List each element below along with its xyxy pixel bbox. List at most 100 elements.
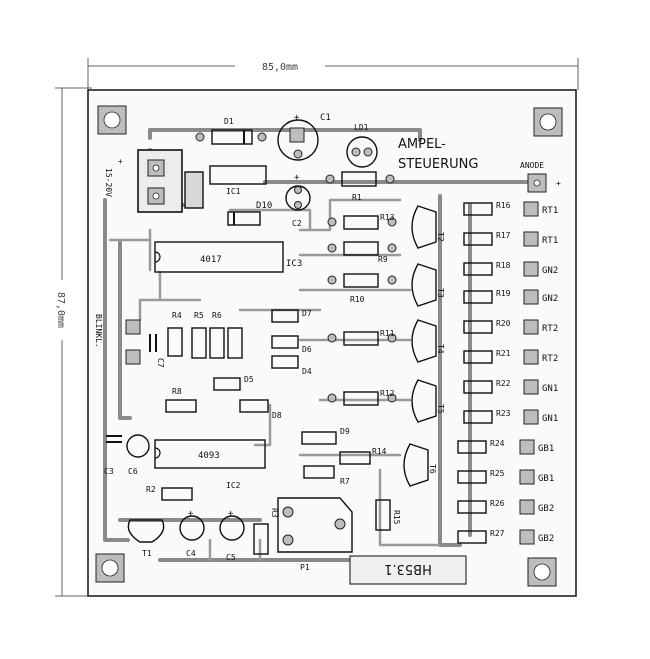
mounting-holes — [95, 105, 563, 587]
r9-label: R9 — [378, 255, 388, 264]
board-id-label: HB53.1 — [384, 561, 432, 576]
dimension-height: 87,0mm — [55, 87, 92, 597]
r13-label: R13 — [380, 213, 395, 222]
r10-label: R10 — [350, 295, 365, 304]
svg-text:R20: R20 — [496, 319, 511, 328]
c1-label: C1 — [320, 113, 331, 123]
resistor-r2: R2 — [146, 485, 193, 501]
ic3-part-label: 4017 — [200, 255, 222, 265]
diode-d10: D10 — [227, 201, 272, 226]
output-resistors: R16 R17 R18 R19 R20 R21 R22 R23 R24 R25 … — [457, 201, 511, 544]
svg-text:D8: D8 — [272, 411, 282, 420]
resistor-r11: R11 — [327, 329, 397, 346]
resistor-r22: R22 — [463, 379, 511, 394]
svg-text:+: + — [294, 113, 300, 123]
diode-d6: D6 — [271, 335, 312, 354]
resistor-r24: R24 — [457, 439, 505, 454]
ic2-4093: 4093 IC2 — [154, 439, 266, 490]
t4-label: T4 — [436, 344, 445, 354]
svg-text:D9: D9 — [340, 427, 350, 436]
capacitor-c4: + C4 — [179, 509, 205, 558]
resistor-r13: R13 — [327, 213, 397, 230]
resistor-r9: R9 — [327, 241, 397, 264]
t3-label: T3 — [436, 288, 445, 298]
output-gb1-b: GB1 — [519, 469, 554, 485]
anode-terminal: ANODE + — [520, 161, 561, 193]
t2-label: T2 — [436, 232, 445, 242]
title-line2: STEUERUNG — [398, 157, 478, 172]
resistor-r20: R20 — [463, 319, 511, 334]
svg-text:R2: R2 — [146, 485, 156, 494]
svg-text:D6: D6 — [302, 345, 312, 354]
svg-text:+: + — [188, 509, 194, 519]
transistor-t2: T2 — [411, 205, 445, 249]
supply-terminal: + 15-20V — [104, 149, 183, 213]
resistor-r16: R16 — [463, 201, 511, 216]
capacitor-c5: + C5 — [219, 509, 245, 562]
board-outline — [87, 89, 577, 597]
ic3-4017: 4017 IC3 — [154, 241, 302, 273]
svg-text:C3: C3 — [104, 467, 114, 476]
led-ld1: LD1 — [346, 123, 378, 168]
transistor-t5: T5 — [411, 379, 445, 423]
output-gn2-b: GN2 — [523, 289, 558, 305]
output-gb2-b: GB2 — [519, 529, 554, 545]
diode-d1: D1 — [195, 117, 267, 145]
r12-label: R12 — [380, 389, 395, 398]
svg-text:R25: R25 — [490, 469, 505, 478]
svg-text:+: + — [294, 173, 300, 183]
svg-text:C5: C5 — [226, 553, 236, 562]
output-rt2-b: RT2 — [523, 349, 558, 365]
resistor-r3: R3 — [253, 508, 279, 555]
d10-label: D10 — [256, 201, 272, 211]
resistor-r21: R21 — [463, 349, 511, 364]
diode-d9: D9 — [301, 427, 350, 445]
svg-text:C4: C4 — [186, 549, 196, 558]
svg-text:R21: R21 — [496, 349, 511, 358]
svg-text:GB1: GB1 — [538, 474, 554, 484]
svg-text:GN2: GN2 — [542, 266, 558, 276]
diode-d8: D8 — [239, 399, 282, 420]
svg-text:R4: R4 — [172, 311, 182, 320]
resistor-r10: R10 — [327, 273, 397, 304]
ic1-regulator: IC1 — [184, 165, 267, 209]
svg-text:R3: R3 — [270, 508, 279, 518]
width-label: 85,0mm — [262, 62, 298, 73]
ic3-ref-label: IC3 — [286, 259, 302, 269]
mounting-hole-tl — [97, 105, 127, 135]
ld1-label: LD1 — [354, 123, 369, 132]
resistor-r7b — [227, 327, 243, 359]
svg-text:R7: R7 — [340, 477, 350, 486]
resistor-r27: R27 — [457, 529, 505, 544]
ic1-label: IC1 — [226, 187, 241, 196]
svg-text:C7: C7 — [156, 358, 165, 368]
svg-text:R26: R26 — [490, 499, 505, 508]
height-label: 87,0mm — [55, 292, 66, 328]
svg-text:R5: R5 — [194, 311, 204, 320]
resistor-r18: R18 — [463, 261, 511, 276]
transistor-t6: T6 — [403, 443, 437, 487]
output-gn1-b: GN1 — [523, 409, 558, 425]
svg-text:D7: D7 — [302, 309, 312, 318]
capacitor-c7: C7 — [149, 334, 165, 368]
svg-text:C6: C6 — [128, 467, 138, 476]
supply-voltage-label: 15-20V — [104, 168, 113, 197]
output-gn1-a: GN1 — [523, 379, 558, 395]
ic2-part-label: 4093 — [198, 451, 220, 461]
t5-label: T5 — [436, 404, 445, 414]
capacitor-c6: C6 — [126, 434, 150, 476]
diode-d5: D5 — [213, 375, 254, 391]
capacitor-c1: C1 + — [277, 113, 331, 161]
transistor-t1: T1 — [127, 519, 165, 558]
output-gn2-a: GN2 — [523, 261, 558, 277]
svg-text:R19: R19 — [496, 289, 511, 298]
svg-text:RT2: RT2 — [542, 354, 558, 364]
svg-text:P1: P1 — [300, 563, 310, 572]
svg-text:GN2: GN2 — [542, 294, 558, 304]
svg-text:GN1: GN1 — [542, 384, 558, 394]
d1-label: D1 — [224, 117, 234, 126]
output-gb2-a: GB2 — [519, 499, 554, 515]
potentiometer-p1: P1 — [277, 497, 353, 572]
capacitor-c3: C3 — [104, 435, 122, 476]
